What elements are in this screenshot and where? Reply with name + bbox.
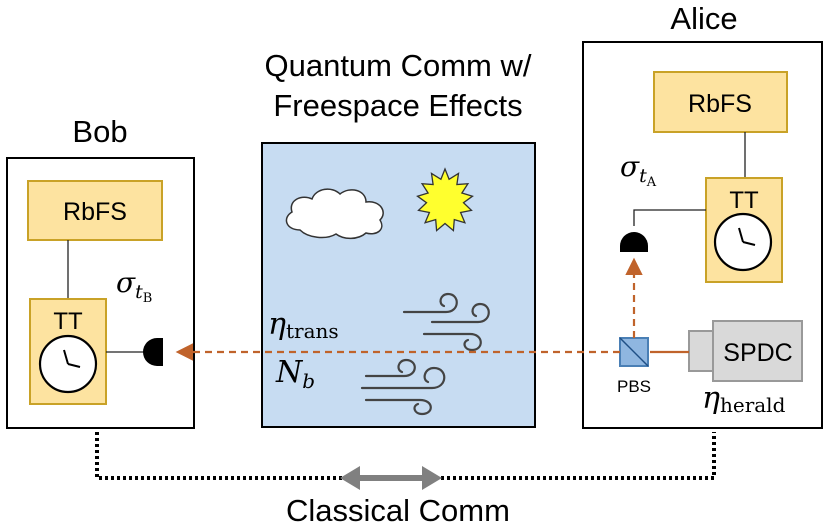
pbs-icon bbox=[619, 337, 649, 367]
eta-herald-label: ηherald bbox=[702, 381, 786, 417]
bob-sigma: σtB bbox=[116, 266, 152, 306]
bob-tt-label: TT bbox=[53, 308, 83, 335]
classical-channel bbox=[95, 432, 716, 480]
nb-label: Nb bbox=[275, 355, 315, 393]
alice-tt-detector-link bbox=[633, 209, 706, 226]
freespace-panel bbox=[261, 142, 536, 428]
alice-tt-label: TT bbox=[729, 187, 759, 214]
spdc-label: SPDC bbox=[723, 339, 792, 367]
bob-clock-icon bbox=[38, 334, 98, 394]
spdc-connector bbox=[688, 330, 714, 372]
alice-detector-icon bbox=[620, 232, 648, 252]
pbs-label: PBS bbox=[617, 377, 651, 396]
bob-rbfs-label: RbFS bbox=[63, 198, 127, 226]
cloud-icon bbox=[285, 188, 384, 240]
classical-comm-label: Classical Comm bbox=[286, 493, 510, 528]
alice-clock-icon bbox=[713, 212, 773, 272]
center-title-line1: Quantum Comm w/ bbox=[264, 48, 531, 83]
eta-trans-label: ηtrans bbox=[268, 307, 339, 343]
spdc-box bbox=[712, 320, 803, 382]
bob-rbfs-box bbox=[27, 180, 163, 241]
wind-icon-lower bbox=[360, 358, 446, 416]
alice-label: Alice bbox=[670, 1, 737, 36]
alice-rbfs-label: RbFS bbox=[688, 90, 752, 118]
alice-sigma: σtA bbox=[620, 150, 657, 190]
sun-icon bbox=[416, 167, 474, 232]
wind-icon-upper bbox=[402, 292, 490, 352]
alice-rbfs-box bbox=[653, 71, 788, 133]
center-title-line2: Freespace Effects bbox=[273, 88, 522, 123]
classical-double-arrow-icon bbox=[340, 466, 442, 490]
bob-label: Bob bbox=[72, 114, 127, 149]
bob-detector-icon bbox=[143, 338, 163, 366]
